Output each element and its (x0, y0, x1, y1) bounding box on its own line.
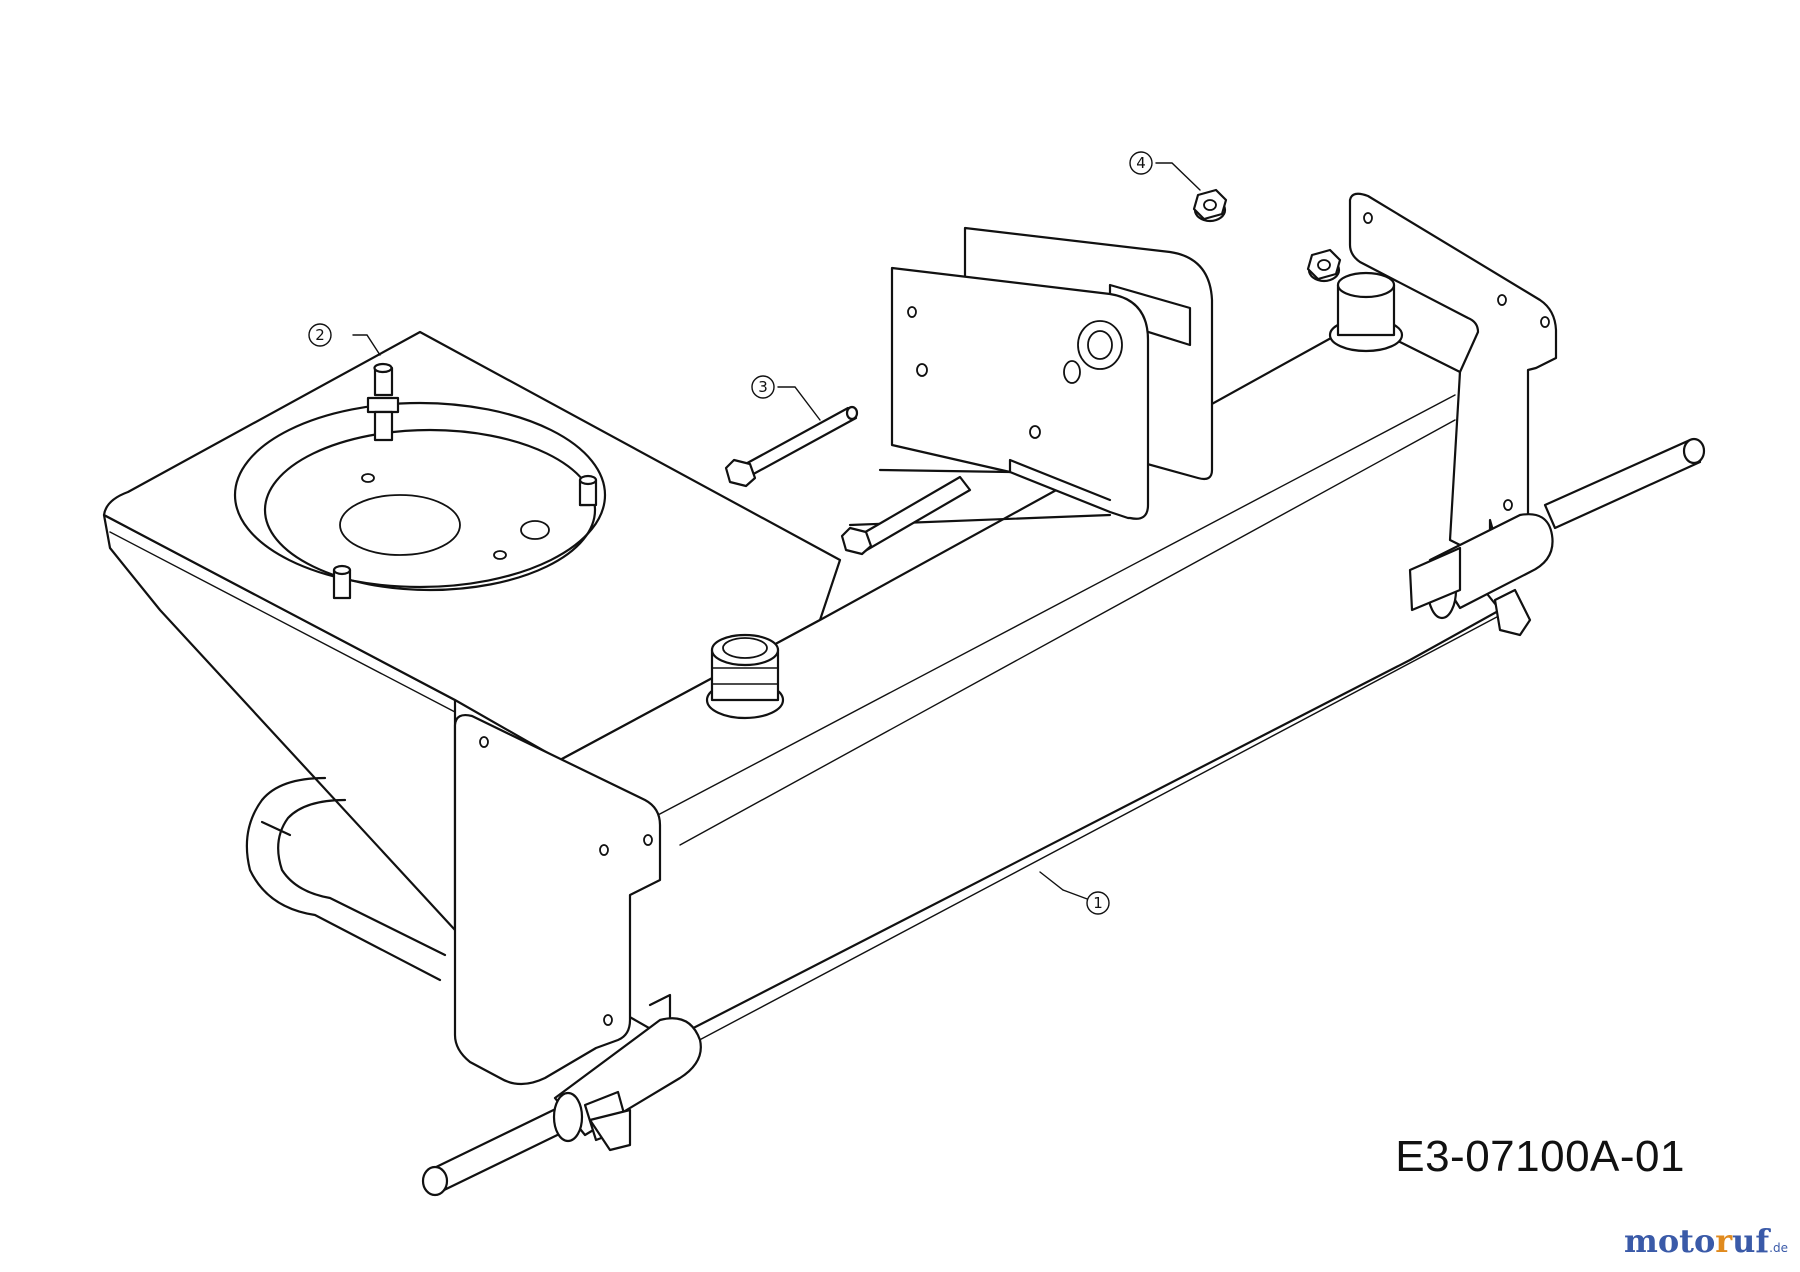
pump-mount-recess (233, 401, 607, 592)
part-2-stud-pin (366, 362, 400, 442)
callout-2-number: 2 (315, 326, 325, 344)
left-axle (421, 993, 702, 1197)
watermark-part-3: uf (1732, 1222, 1770, 1260)
right-axle (1408, 437, 1706, 637)
callout-3-number: 3 (758, 378, 768, 396)
drawing-code-label: E3-07100A-01 (1395, 1132, 1685, 1181)
motoruf-watermark: motoruf.de (1624, 1222, 1788, 1260)
tow-bar-loop (245, 776, 447, 982)
installed-nut (1306, 248, 1342, 283)
callout-3: 3 (751, 375, 775, 399)
watermark-part-1: moto (1623, 1222, 1716, 1260)
watermark-tld: .de (1769, 1241, 1788, 1255)
installed-bolt (840, 475, 972, 556)
pivot-bracket-front (890, 266, 1150, 520)
callout-4: 4 (1129, 151, 1153, 175)
callout-4-number: 4 (1136, 154, 1146, 172)
part-4-flange-nut (1192, 188, 1228, 223)
threaded-fitting (705, 633, 785, 720)
part-3-long-bolt (724, 405, 859, 488)
recess-studs (332, 474, 598, 600)
left-end-plate (453, 713, 662, 1086)
watermark-part-2: r (1715, 1222, 1733, 1260)
right-bushing (1328, 271, 1404, 353)
callout-1: 1 (1086, 891, 1110, 915)
callout-2: 2 (308, 323, 332, 347)
callout-1-number: 1 (1093, 894, 1103, 912)
